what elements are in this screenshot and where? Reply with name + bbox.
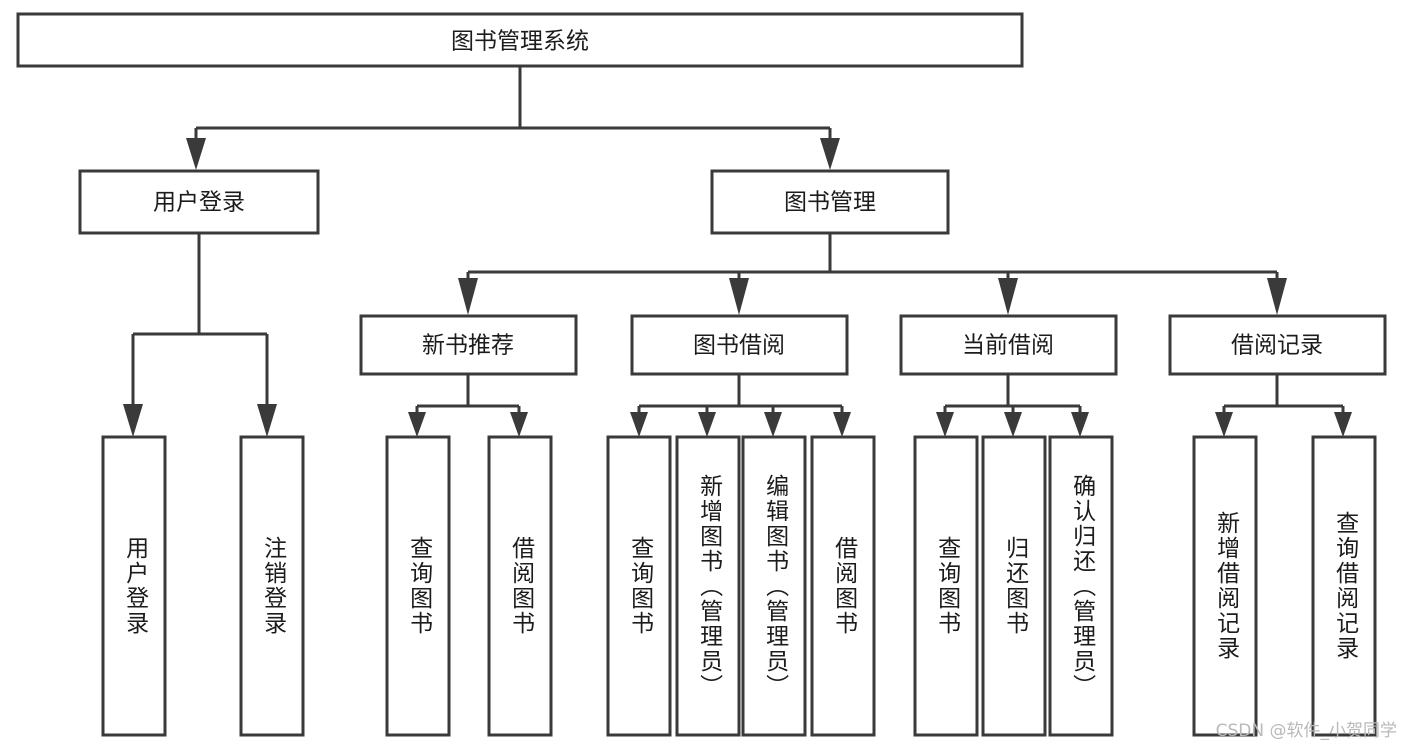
arrow-head-leaf-borrow-book-2 bbox=[833, 412, 851, 437]
node-leaf-return-book-box[interactable] bbox=[981, 435, 1047, 737]
node-root-label: 图书管理系统 bbox=[451, 29, 589, 55]
arrow-head-leaf-add-record bbox=[1215, 412, 1233, 437]
arrow-head-to-book-borrow bbox=[729, 278, 749, 315]
node-leaf-user-login-box[interactable] bbox=[101, 435, 167, 737]
node-current-borrow-box[interactable] bbox=[899, 314, 1118, 376]
node-leaf-query-record-box[interactable] bbox=[1311, 435, 1377, 737]
arrow-head-leaf-borrow-book-1 bbox=[510, 412, 528, 437]
node-leaf-edit-book-box[interactable] bbox=[741, 435, 807, 737]
node-current-borrow-label: 当前借阅 bbox=[962, 333, 1054, 359]
node-leaf-confirm-return-box[interactable] bbox=[1048, 435, 1114, 737]
watermark-text: CSDN @软件_小贺同学 bbox=[1215, 721, 1397, 741]
node-borrow-record-box[interactable] bbox=[1168, 314, 1387, 376]
arrow-head-leaf-user-login bbox=[123, 404, 143, 437]
arrow-head-to-current-borrow bbox=[998, 278, 1018, 315]
node-root[interactable]: 图书管理系统 bbox=[16, 12, 1024, 68]
arrow-head-leaf-return-book bbox=[1004, 412, 1022, 437]
node-borrow-record[interactable]: 借阅记录 bbox=[1168, 314, 1387, 376]
arrow-head-leaf-query-book-1 bbox=[408, 412, 426, 437]
node-leaf-user-logout-box[interactable] bbox=[239, 435, 305, 737]
node-leaf-query-book-1-box[interactable] bbox=[385, 435, 451, 737]
arrow-head-leaf-edit-book bbox=[764, 412, 782, 437]
node-leaf-borrow-book-2-box[interactable] bbox=[810, 435, 876, 737]
node-new-book-rec[interactable]: 新书推荐 bbox=[359, 314, 578, 376]
arrow-head-leaf-query-book-3 bbox=[936, 412, 954, 437]
arrow-head-to-borrow-record bbox=[1267, 278, 1287, 315]
arrow-head-leaf-add-book bbox=[698, 412, 716, 437]
node-book-borrow-box[interactable] bbox=[630, 314, 849, 376]
node-leaf-add-record-box[interactable] bbox=[1192, 435, 1258, 737]
node-leaf-borrow-book-1-box[interactable] bbox=[487, 435, 553, 737]
arrow-head-to-user-login bbox=[186, 138, 206, 170]
node-new-book-rec-box[interactable] bbox=[359, 314, 578, 376]
node-user-login[interactable]: 用户登录 bbox=[78, 169, 320, 235]
node-new-book-rec-label: 新书推荐 bbox=[422, 333, 514, 359]
node-user-login-label: 用户登录 bbox=[153, 190, 245, 216]
arrow-head-to-new-book-rec bbox=[458, 278, 478, 315]
node-borrow-record-label: 借阅记录 bbox=[1231, 333, 1323, 359]
node-book-borrow[interactable]: 图书借阅 bbox=[630, 314, 849, 376]
node-root-box[interactable] bbox=[16, 12, 1024, 68]
arrow-head-leaf-query-book-2 bbox=[630, 412, 648, 437]
node-leaf-query-book-3-box[interactable] bbox=[913, 435, 979, 737]
arrow-head-leaf-confirm-return bbox=[1071, 412, 1089, 437]
arrow-head-to-book-manage bbox=[820, 138, 840, 170]
node-book-manage-box[interactable] bbox=[710, 169, 950, 235]
node-book-manage-label: 图书管理 bbox=[784, 190, 876, 216]
node-leaf-add-book-box[interactable] bbox=[675, 435, 741, 737]
arrow-head-leaf-query-record bbox=[1334, 412, 1352, 437]
node-book-manage[interactable]: 图书管理 bbox=[710, 169, 950, 235]
node-current-borrow[interactable]: 当前借阅 bbox=[899, 314, 1118, 376]
node-book-borrow-label: 图书借阅 bbox=[693, 333, 785, 359]
node-leaf-query-book-2-box[interactable] bbox=[606, 435, 672, 737]
arrow-head-leaf-user-logout bbox=[257, 404, 277, 437]
